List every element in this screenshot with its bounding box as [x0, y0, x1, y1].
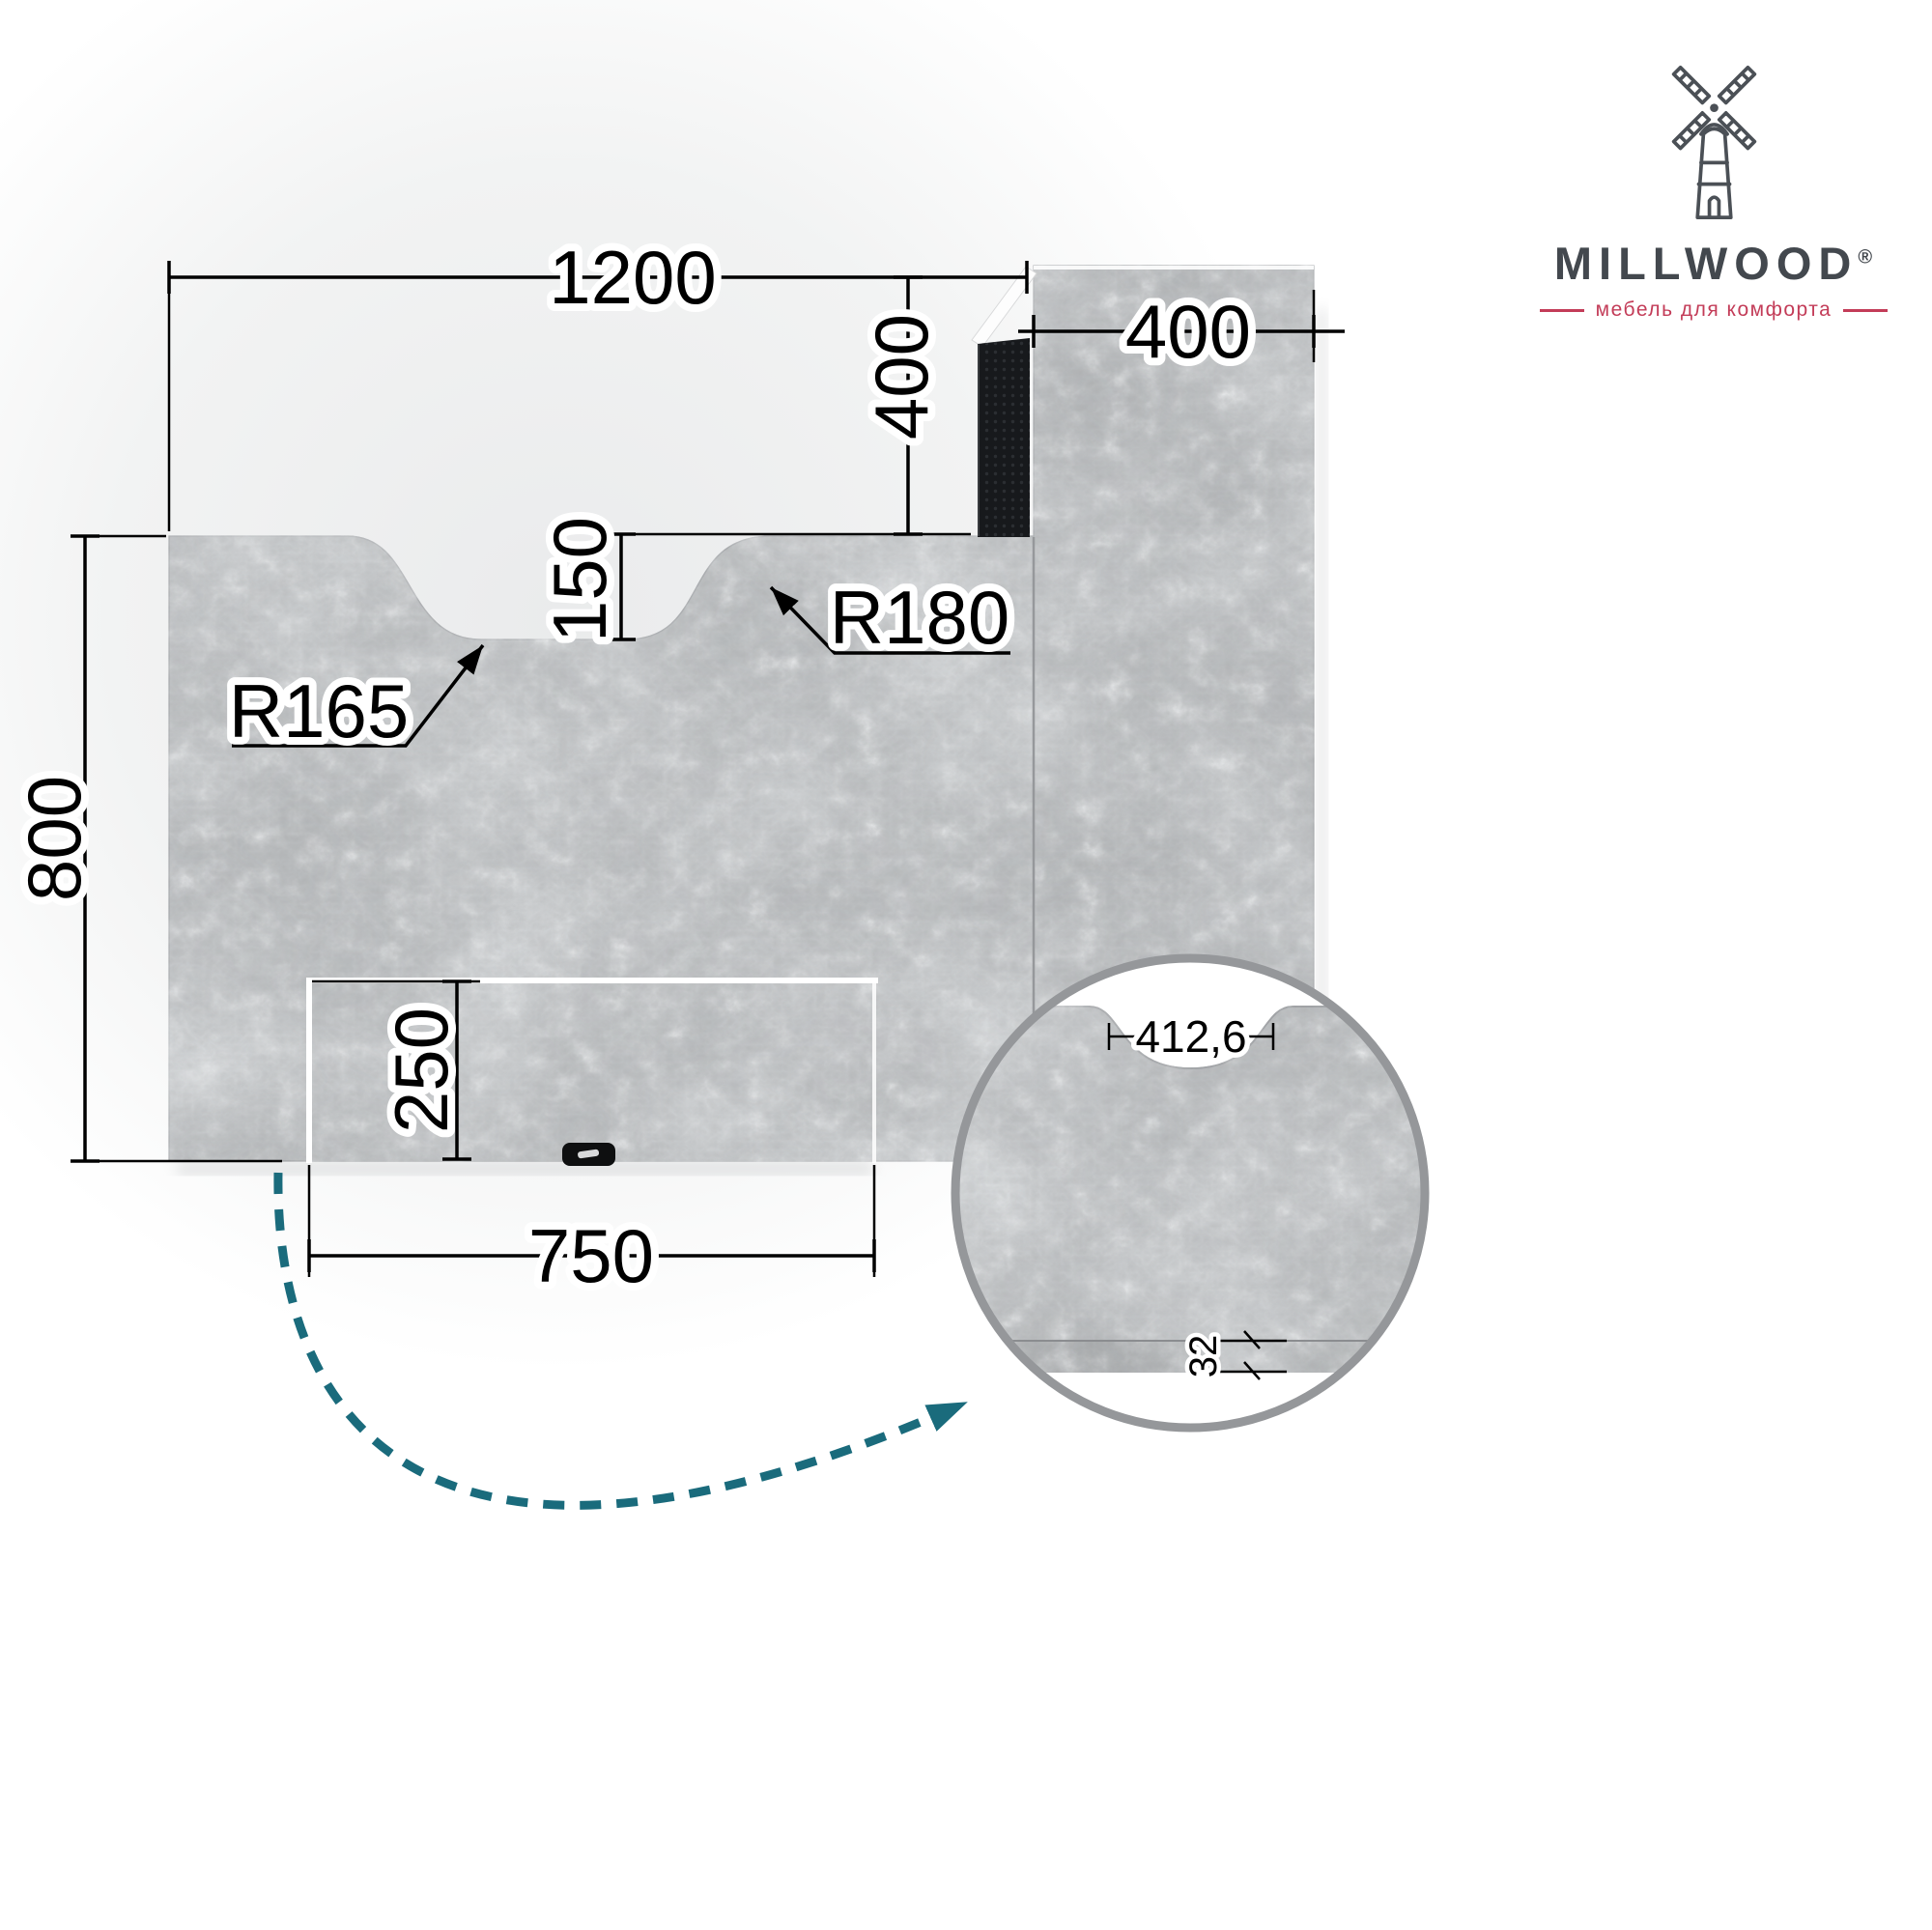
tagline-text: мебель для комфорта — [1595, 298, 1833, 321]
dim-detail-thickness — [1217, 1330, 1287, 1380]
label-desk-width: 1200 — [549, 235, 717, 320]
label-front-panel-width: 750 — [528, 1213, 654, 1298]
label-panel-offset: 400 — [859, 314, 944, 440]
radius-callout-left — [232, 643, 485, 748]
tagline-line-right — [1843, 308, 1889, 312]
dim-detail-notch-width — [1107, 1023, 1275, 1050]
shadow-bottom — [177, 1163, 872, 1175]
panel-dark-face — [978, 338, 1030, 537]
registered-mark: ® — [1858, 246, 1874, 269]
detail-circle-ring — [951, 953, 1430, 1433]
label-front-panel-height: 250 — [379, 1008, 464, 1133]
dim-notch-depth — [607, 532, 636, 641]
detail-desktop-zoom — [959, 1006, 1421, 1342]
dim-desk-width — [167, 261, 1029, 531]
tagline-line-left — [1539, 308, 1584, 312]
radius-callout-right — [769, 585, 1010, 655]
dim-panel-offset — [621, 275, 971, 536]
label-detail-notch-width: 412,6 — [1135, 1011, 1246, 1062]
label-desk-depth: 800 — [12, 776, 97, 901]
millwood-logo: MILLWOOD® мебель для комфорта — [1539, 48, 1889, 322]
brand-name-text: MILLWOOD — [1553, 238, 1859, 289]
label-detail-thickness: 32 — [1182, 1335, 1225, 1378]
label-panel-width: 400 — [1125, 289, 1251, 374]
brand-wordmark: MILLWOOD® — [1554, 237, 1873, 290]
label-radius-left: R165 — [229, 668, 409, 753]
dim-front-panel-height — [312, 979, 480, 1161]
dim-front-panel-width — [307, 1165, 876, 1277]
front-panel — [312, 981, 874, 1161]
detail-callout-arrow — [273, 1172, 968, 1510]
shadow-panel-right — [1317, 309, 1327, 1275]
brand-tagline: мебель для комфорта — [1539, 298, 1889, 322]
dim-panel-width — [1018, 290, 1345, 362]
desk-surfaces — [168, 265, 1315, 1286]
dim-desk-depth — [71, 534, 282, 1163]
label-radius-right: R180 — [830, 575, 1009, 660]
windmill-icon — [1671, 65, 1756, 219]
label-notch-depth: 150 — [537, 517, 622, 642]
detail-circle-content: 412,6 32 — [959, 1006, 1421, 1382]
cable-slot — [562, 1143, 615, 1166]
panel-side-face — [971, 266, 1037, 537]
